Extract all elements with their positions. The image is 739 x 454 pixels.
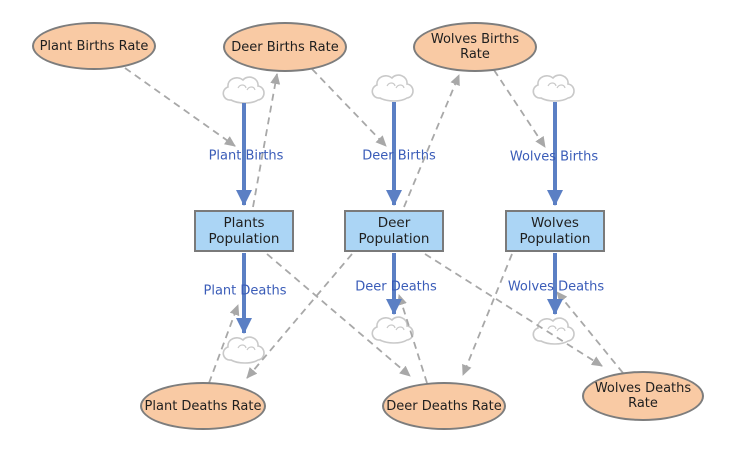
variable-deer-deaths-rate[interactable]: Deer Deaths Rate [382,382,506,430]
cloud-icon [222,76,265,104]
variable-plant-deaths-rate[interactable]: Plant Deaths Rate [140,382,266,430]
variable-plant-births-rate[interactable]: Plant Births Rate [32,22,156,70]
connector-deer-deaths-rate-to-deer-deaths [397,294,428,384]
variable-label: Plant Deaths Rate [144,398,262,414]
variable-label: Deer Deaths Rate [386,398,502,414]
variable-label: Deer Births Rate [231,39,339,55]
flow-label-plant-births[interactable]: Plant Births [208,148,284,164]
connector-wolves-deaths-rate-to-wolves-deaths [556,291,624,374]
variable-wolves-births-rate[interactable]: Wolves Births Rate [413,22,537,72]
stock-wolves-population[interactable]: Wolves Population [505,210,605,252]
connector-deer-births-rate-to-deer-births [311,68,387,147]
variable-wolves-deaths-rate[interactable]: Wolves Deaths Rate [582,371,704,421]
cloud-icon [222,336,265,364]
stock-deer-population[interactable]: Deer Population [344,210,444,252]
cloud-icon [532,317,575,345]
flow-label-plant-deaths[interactable]: Plant Deaths [203,283,287,299]
connector-wolves-population-to-deer-deaths-rate [462,253,513,376]
stock-label: Deer Population [358,215,430,247]
connector-plants-population-to-deer-births-rate [252,73,281,208]
stock-label: Wolves Population [519,215,591,247]
cloud-icon [532,74,575,102]
cloud-icon [371,74,414,102]
variable-label: Plant Births Rate [39,38,149,54]
variable-label: Wolves Deaths Rate [594,381,692,411]
flow-label-deer-births[interactable]: Deer Births [362,148,436,164]
connector-wolves-births-rate-to-wolves-births [493,69,546,148]
connector-deer-population-to-wolves-deaths-rate [424,253,603,367]
variable-deer-births-rate[interactable]: Deer Births Rate [223,22,347,72]
connector-plants-population-to-deer-deaths-rate [266,253,411,377]
connector-plant-deaths-rate-to-plant-deaths [208,304,240,384]
flow-label-wolves-births[interactable]: Wolves Births [509,149,599,165]
variable-label: Wolves Births Rate [430,32,520,62]
stock-label: Plants Population [208,215,280,247]
stock-plants-population[interactable]: Plants Population [194,210,294,252]
flow-label-deer-deaths[interactable]: Deer Deaths [355,279,437,295]
connector-deer-population-to-plant-deaths-rate [246,253,353,379]
connector-plant-births-rate-to-plant-births [124,67,236,147]
flow-label-wolves-deaths[interactable]: Wolves Deaths [507,279,605,295]
